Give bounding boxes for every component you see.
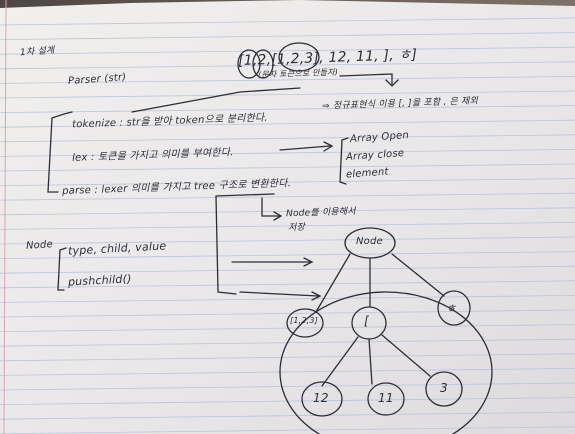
lex-arrow — [279, 141, 334, 152]
ruled-line — [0, 265, 575, 274]
parse-note-2: 저장 — [287, 222, 306, 234]
tree-gc1-label: 12 — [313, 391, 329, 405]
corner-heading: 1차 설계 — [19, 45, 55, 59]
tree-child-left-label: [1,2,3] — [290, 316, 318, 325]
tree-child-right-circle — [437, 290, 471, 326]
tree-edge-right — [391, 253, 445, 297]
tree-arrow — [261, 197, 283, 221]
ruled-line — [0, 207, 575, 216]
ruled-line — [0, 368, 575, 376]
tree-child-mid-label: [ — [364, 314, 369, 328]
ruled-line — [0, 61, 575, 70]
ruled-line — [0, 295, 575, 303]
tree-enclosing-circle — [279, 291, 493, 434]
tree-edge-gc3 — [381, 334, 431, 377]
ruled-lines — [0, 17, 575, 434]
tree-gc3-label: 3 — [440, 381, 448, 395]
ruled-line — [0, 32, 575, 40]
input-arrow — [339, 73, 399, 87]
ruled-line — [0, 309, 575, 318]
ruled-line — [0, 119, 575, 128]
node-bracket — [57, 247, 67, 291]
ruled-line — [0, 46, 575, 55]
ruled-line — [0, 90, 575, 99]
tree-gc1-circle — [301, 381, 343, 417]
tree-edge-gc2 — [368, 338, 373, 385]
ruled-line — [0, 178, 575, 186]
ruled-line — [0, 236, 575, 245]
ruled-line — [0, 163, 575, 172]
types-bracket — [339, 137, 349, 185]
input-circle-1 — [237, 49, 261, 79]
tree-gc2-circle — [367, 382, 405, 416]
tree-gc3-circle — [425, 371, 463, 407]
ruled-line — [0, 280, 575, 289]
arrow-to-tree-1 — [215, 195, 237, 295]
ruled-line — [0, 353, 575, 362]
ruled-line — [0, 17, 575, 26]
margin-line — [3, 0, 7, 434]
handwriting-strokes — [47, 42, 493, 434]
parse-note-1: Node를 이용해서 — [285, 206, 356, 220]
node-label: Node — [25, 239, 54, 252]
ruled-line — [0, 76, 575, 84]
ruled-line — [0, 192, 575, 201]
parser-line — [131, 87, 301, 113]
ruled-line — [0, 222, 575, 230]
arrow-to-tree-3 — [231, 257, 314, 267]
ruled-line — [0, 411, 575, 420]
ruled-line — [0, 105, 575, 113]
tree-root-label: Node — [356, 236, 383, 247]
arrow-to-tree-2 — [239, 291, 322, 301]
tree-child-right-label: ㅎ — [446, 302, 457, 315]
input-circle-2 — [252, 49, 274, 79]
parser-bracket — [47, 111, 73, 193]
tree-gc2-label: 11 — [378, 391, 394, 405]
tree-edge-left — [315, 253, 351, 313]
input-circle-3 — [278, 42, 320, 72]
ruled-line — [0, 134, 575, 143]
tree-edge-gc1 — [321, 336, 359, 387]
tree-underline — [215, 193, 275, 197]
ruled-line — [0, 426, 575, 434]
ruled-line — [0, 382, 575, 391]
tree-child-left-circle — [286, 308, 324, 338]
ruled-line — [0, 251, 575, 259]
ruled-line — [0, 149, 575, 157]
